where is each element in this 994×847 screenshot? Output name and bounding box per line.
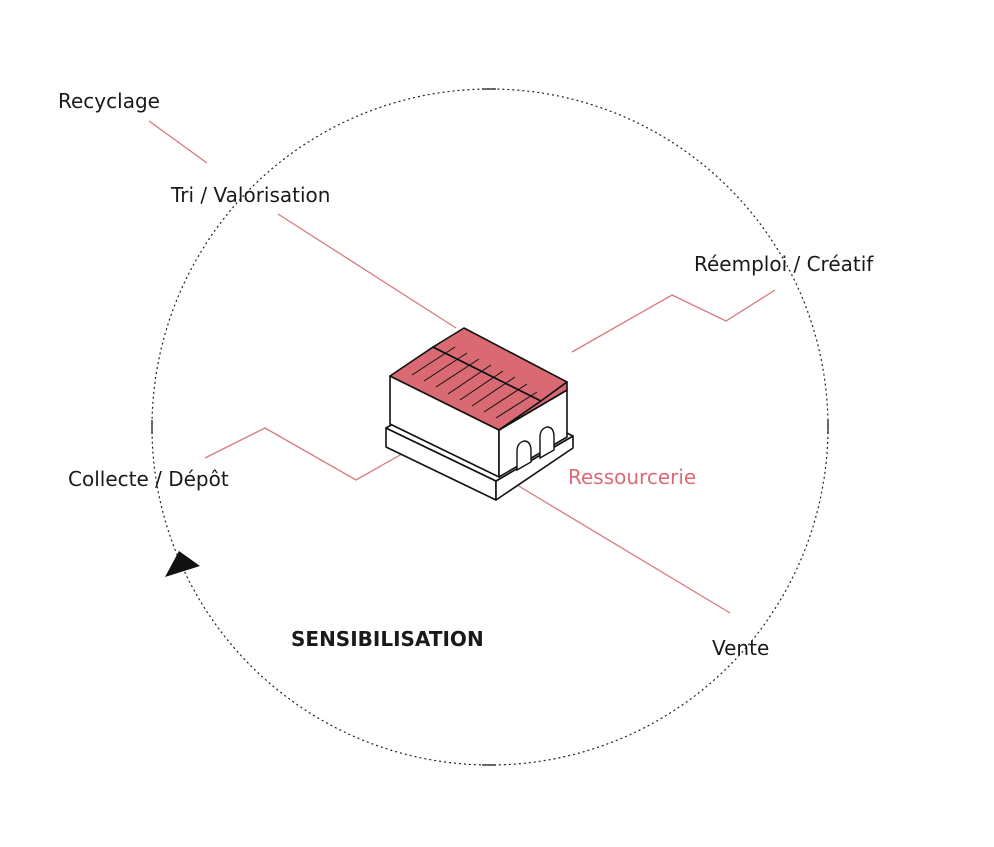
label-vente: Vente: [712, 636, 769, 660]
label-sensibilisation: SENSIBILISATION: [291, 627, 484, 651]
leader-tri: [277, 213, 457, 329]
label-tri-valorisation: Tri / Valorisation: [170, 183, 330, 207]
label-collecte-depot: Collecte / Dépôt: [68, 467, 229, 491]
label-reemploi-creatif: Réemploi / Créatif: [694, 252, 874, 276]
leader-reemploi: [571, 289, 776, 353]
cycle-ticks: [151, 88, 829, 766]
cycle-arrow-icon: [165, 551, 200, 577]
label-recyclage: Recyclage: [58, 89, 160, 113]
warehouse-icon: [385, 327, 574, 501]
label-ressourcerie: Ressourcerie: [568, 465, 696, 489]
leader-vente: [511, 481, 731, 614]
leader-recyclage: [148, 120, 208, 164]
leader-collecte: [204, 427, 431, 481]
